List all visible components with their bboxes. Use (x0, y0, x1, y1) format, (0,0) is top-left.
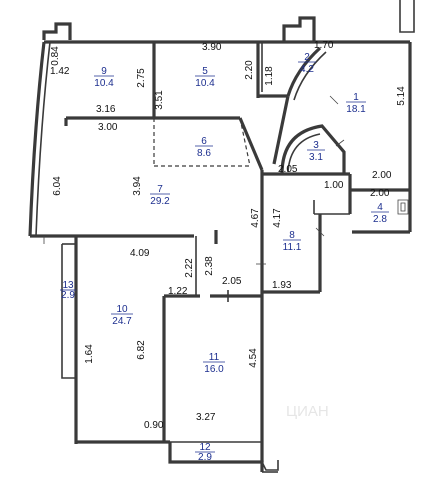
room-5-area: 10.4 (195, 78, 215, 89)
room-4-label: 4 2.8 (371, 202, 389, 225)
room-5-label: 5 10.4 (195, 66, 215, 89)
dim-1-93: 1.93 (272, 280, 292, 291)
room-10-area: 24.7 (112, 316, 132, 327)
room-1-area: 18.1 (346, 104, 366, 115)
dim-1-70: 1.70 (314, 40, 334, 51)
room-11-number: 11 (209, 352, 220, 363)
dim-3-16: 3.16 (96, 104, 116, 115)
dim-2-00-mid: 2.00 (370, 188, 390, 199)
room-labels: 1 18.1 2 4.2 3 3.1 4 2.8 5 10.4 (60, 52, 389, 463)
dim-4-17: 4.17 (272, 208, 283, 228)
room-13-area: 2.9 (61, 290, 75, 301)
room-12-area: 2.9 (198, 452, 212, 463)
dim-3-51: 3.51 (154, 90, 165, 110)
dim-2-05-mid: 2.05 (222, 276, 242, 287)
dim-2-20: 2.20 (244, 60, 255, 80)
dimension-labels: 0.84 1.42 3.90 1.70 2.75 2.20 1.18 5.14 … (50, 40, 407, 431)
room-2-label: 2 4.2 (298, 52, 316, 75)
dim-5-14: 5.14 (396, 86, 407, 106)
room-7-area: 29.2 (150, 196, 170, 207)
door-markers (256, 95, 345, 265)
dim-1-64: 1.64 (84, 344, 95, 364)
room-1-number: 1 (353, 92, 359, 103)
room-9-number: 9 (101, 66, 107, 77)
room-10-number: 10 (116, 304, 128, 315)
dim-3-90: 3.90 (202, 42, 222, 53)
dim-3-94: 3.94 (132, 176, 143, 196)
dim-3-00: 3.00 (98, 122, 118, 133)
room-5-number: 5 (202, 66, 208, 77)
room-8-label: 8 11.1 (283, 230, 302, 253)
room-3-number: 3 (313, 140, 319, 151)
room-6-number: 6 (201, 136, 207, 147)
room-9-label: 9 10.4 (94, 66, 114, 89)
room-8-number: 8 (289, 230, 295, 241)
room-6-area: 8.6 (197, 148, 211, 159)
dim-1-22: 1.22 (168, 286, 188, 297)
dim-4-54: 4.54 (248, 348, 259, 368)
dim-4-67: 4.67 (250, 208, 261, 228)
watermark: ЦИАН (286, 403, 329, 420)
dim-2-05-top: 2.05 (278, 164, 298, 175)
room-2-area: 4.2 (300, 64, 314, 75)
room-4-number: 4 (377, 202, 383, 213)
room-7-number: 7 (157, 184, 163, 195)
room-3-label: 3 3.1 (307, 140, 325, 163)
room-10-label: 10 24.7 (111, 304, 133, 327)
dim-0-90: 0.90 (144, 420, 164, 431)
room-11-area: 16.0 (204, 364, 224, 375)
room-12-label: 12 2.9 (195, 442, 215, 463)
dim-6-82: 6.82 (136, 340, 147, 360)
dim-2-22: 2.22 (184, 258, 195, 278)
room-13-label: 13 2.9 (60, 280, 76, 301)
room-12-number: 12 (199, 442, 211, 453)
room-4-area: 2.8 (373, 214, 387, 225)
room-2-number: 2 (304, 52, 310, 63)
room-13-number: 13 (62, 280, 74, 291)
room-1-label: 1 18.1 (346, 92, 366, 115)
dim-4-09: 4.09 (130, 248, 150, 259)
room-6-label: 6 8.6 (195, 136, 213, 159)
dim-2-75: 2.75 (136, 68, 147, 88)
dim-1-18: 1.18 (264, 66, 275, 86)
stairs-stub (43, 199, 409, 471)
room-8-area: 11.1 (283, 242, 302, 253)
outer-walls (28, 0, 415, 473)
dashed-partitions (153, 117, 251, 167)
dim-2-00-top: 2.00 (372, 170, 392, 181)
dim-1-00: 1.00 (324, 180, 344, 191)
dim-3-27: 3.27 (196, 412, 216, 423)
dim-1-42: 1.42 (50, 66, 70, 77)
interior-walls (61, 42, 410, 443)
dim-0-84: 0.84 (50, 46, 61, 66)
room-3-area: 3.1 (309, 152, 323, 163)
room-9-area: 10.4 (94, 78, 114, 89)
room-11-label: 11 16.0 (203, 352, 225, 375)
dim-6-04: 6.04 (52, 176, 63, 196)
room-7-label: 7 29.2 (150, 184, 170, 207)
dim-2-38: 2.38 (204, 256, 215, 276)
